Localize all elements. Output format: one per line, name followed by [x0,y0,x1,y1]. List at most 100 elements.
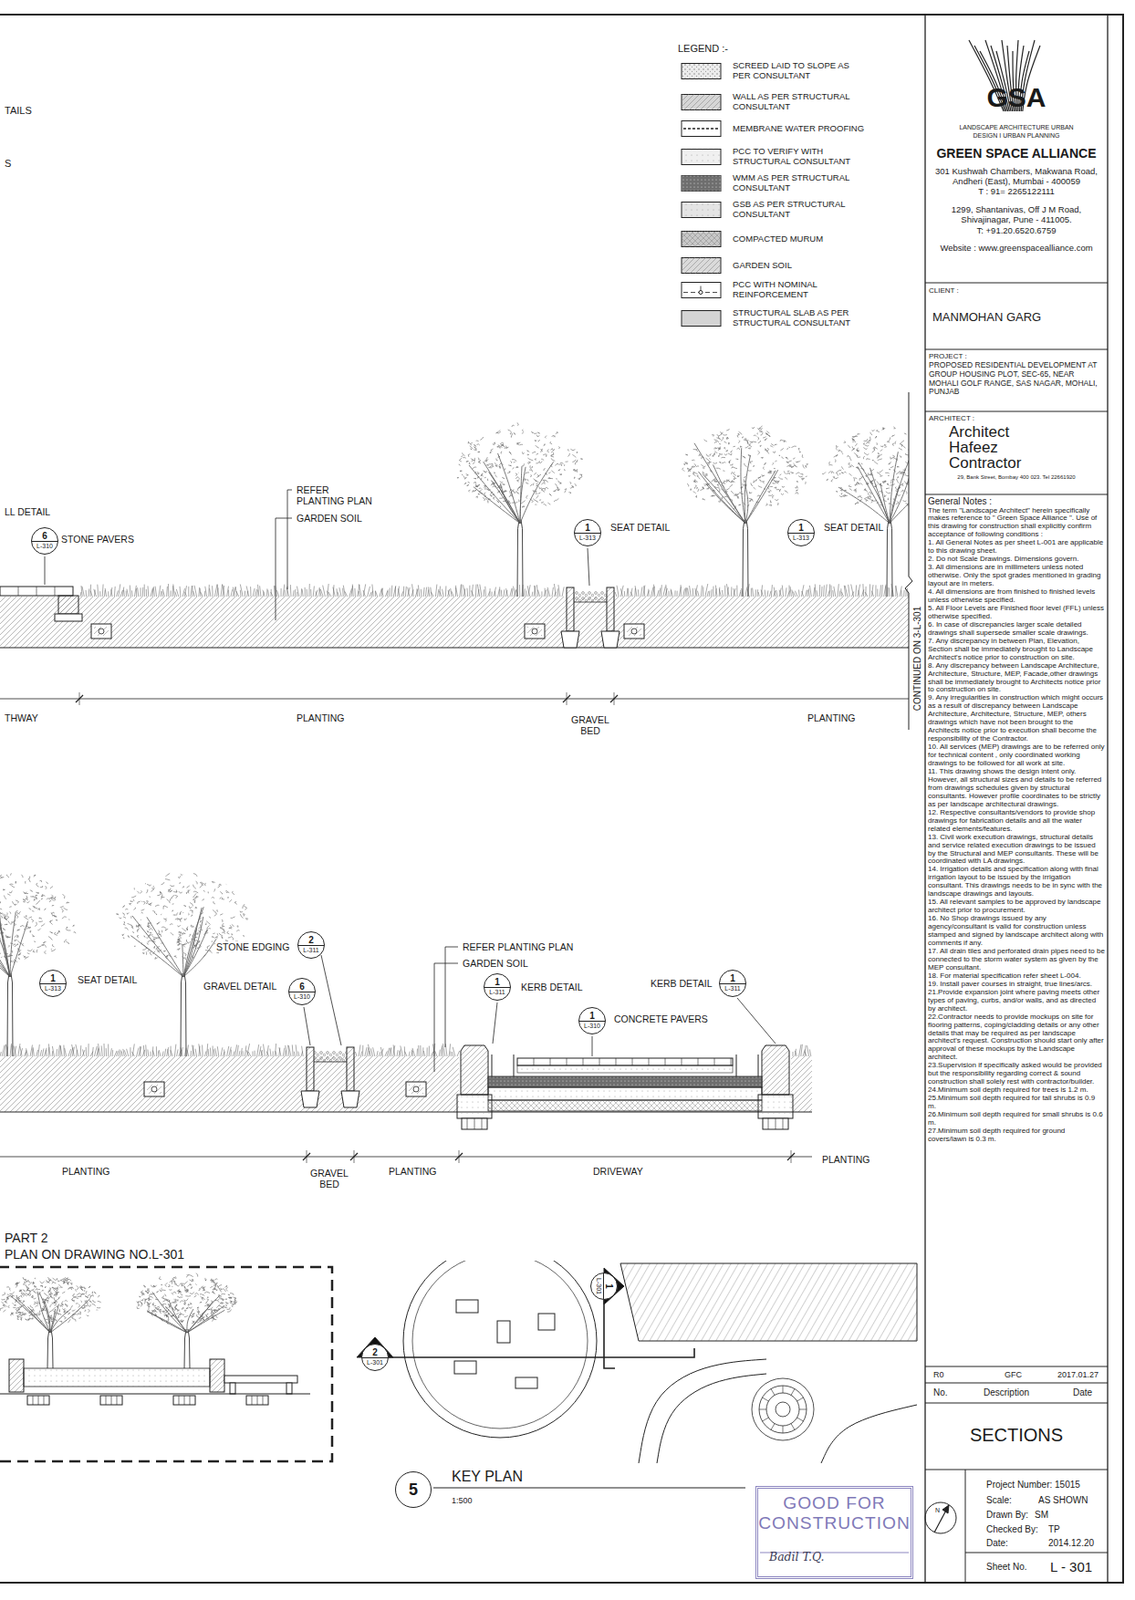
sheet-reference: L-313 [788,534,814,542]
legend-swatch [681,311,721,327]
fountain-spoke [770,1388,775,1396]
north-arrow-circle [925,1502,957,1534]
annotation-label: Sheet No. [985,1561,1028,1573]
north-mark: N [934,1507,941,1515]
channel-drain [736,1054,759,1079]
legend-sample [681,176,721,192]
note-item: 5. All Floor Levels are Finished floor l… [927,604,1105,622]
legend-heading: LEGEND :- [676,42,729,55]
fountain-ring [775,1402,791,1417]
phone-number: T : 91= 2265122111 [925,186,1108,197]
fountain-spoke [797,1397,804,1402]
note-item: 16. No Shop drawings issued by any agenc… [927,915,1105,948]
sheet-reference: L-310 [579,1022,605,1031]
drawing-number: 5 [395,1480,431,1500]
leader-line [287,489,292,590]
tree-branch [146,1312,188,1333]
break-line [905,392,913,730]
drive-curve [821,1405,917,1464]
website: Website : www.greenspacealliance.com [925,242,1108,253]
sheet-reference: L-310 [289,993,315,1001]
legend-text: WALL AS PER STRUCTURAL CONSULTANT [732,92,870,113]
detail-number: 1 [579,1010,605,1022]
title-block-divider [965,1552,1108,1554]
tree-branch [889,447,909,524]
callout-bubble: 1L-313 [787,519,815,547]
tree-branch [182,944,184,978]
detail-number: 1 [484,977,511,989]
tree-trunk [517,520,520,597]
paver-joint [583,1058,584,1066]
firm-tagline: LANDSCAPE ARCHITECTURE URBAN DESIGN I UR… [952,124,1081,141]
tree [0,873,76,1057]
legend-pattern [681,63,721,80]
callout-bubble: 1L-313 [39,969,67,998]
legend-text: PCC WITH NOMINAL REINFORCEMENT [732,280,870,301]
tree-branch [857,467,890,524]
title-block-border [925,14,1108,1583]
drain-pipe [413,1086,419,1093]
annotation-label: AS SHOWN [1037,1495,1089,1507]
stamp-text: GOOD FOR CONSTRUCTION [758,1493,911,1533]
callout-divider [788,532,814,534]
legend-pattern [681,231,721,248]
seat-block [515,1377,538,1389]
note-item: 8. Any discrepancy between Landscape Arc… [927,662,1105,696]
detail-number: 6 [289,981,315,993]
annotation-label: REFER PLANTING PLAN [295,484,375,507]
paver-joint [665,1058,667,1066]
drain-pipe [531,628,538,635]
legend-swatch [681,63,721,80]
tree-branch [183,906,204,978]
callout-divider [574,532,601,534]
note-item: 27.Minimum soil depth required for groun… [927,1127,1105,1145]
north-arrow-head [942,1505,949,1514]
drain-box [524,624,545,639]
drain-box [91,624,112,639]
sand-bed [517,1065,733,1073]
callout-bubble: 1L-311 [483,973,511,1001]
sheet-frame [0,14,1124,1583]
note-item: 21.Provide expansion joint where paving … [927,989,1105,1014]
legend-sample-box [681,121,721,137]
footing-joint [43,1395,45,1406]
firm-name: GREEN SPACE ALLIANCE [925,145,1108,161]
sheet-reference: L-311 [719,985,746,993]
leader-line [445,947,459,1048]
tree-trunk [886,520,889,597]
paver-joint [36,586,38,596]
legend-sample [681,231,721,248]
footing-joint [251,1395,253,1406]
paver-joint [730,1058,732,1066]
revision-heading: Date [1072,1387,1094,1399]
annotation-label: THWAY [3,712,40,724]
callout-divider [298,945,324,947]
annotation-label: PLANTING [61,1166,112,1177]
annotation-label: STONE EDGING [215,941,291,953]
tree [116,873,250,1057]
callout-divider [719,983,746,985]
note-item: 9. Any irregularities in construction wh… [927,694,1105,744]
parking-hatch [620,1263,917,1342]
tree-branch [498,453,521,524]
tree-branch [187,1305,225,1333]
annotation-label: STONE PAVERS [60,533,136,545]
fountain-ring [759,1385,807,1434]
callout-divider [40,983,66,985]
tree-branch [745,470,776,524]
garden-soil [0,596,909,648]
leader-line [275,518,292,621]
fountain-spoke [791,1424,795,1431]
annotation-label: PLANTING [821,1154,872,1166]
legend-samples [681,63,721,327]
footing-joint [768,1118,770,1130]
dimension-line-one [0,692,909,706]
footing-base [762,1118,789,1130]
footing-joint [782,1118,784,1130]
paver-joint [550,1058,552,1066]
project-box: PROJECT :PROPOSED RESIDENTIAL DEVELOPMEN… [925,349,1108,412]
project-name: PROPOSED RESIDENTIAL DEVELOPMENT AT GROU… [928,361,1099,397]
kerb-post [566,587,574,632]
title-block-divider [965,1469,967,1583]
